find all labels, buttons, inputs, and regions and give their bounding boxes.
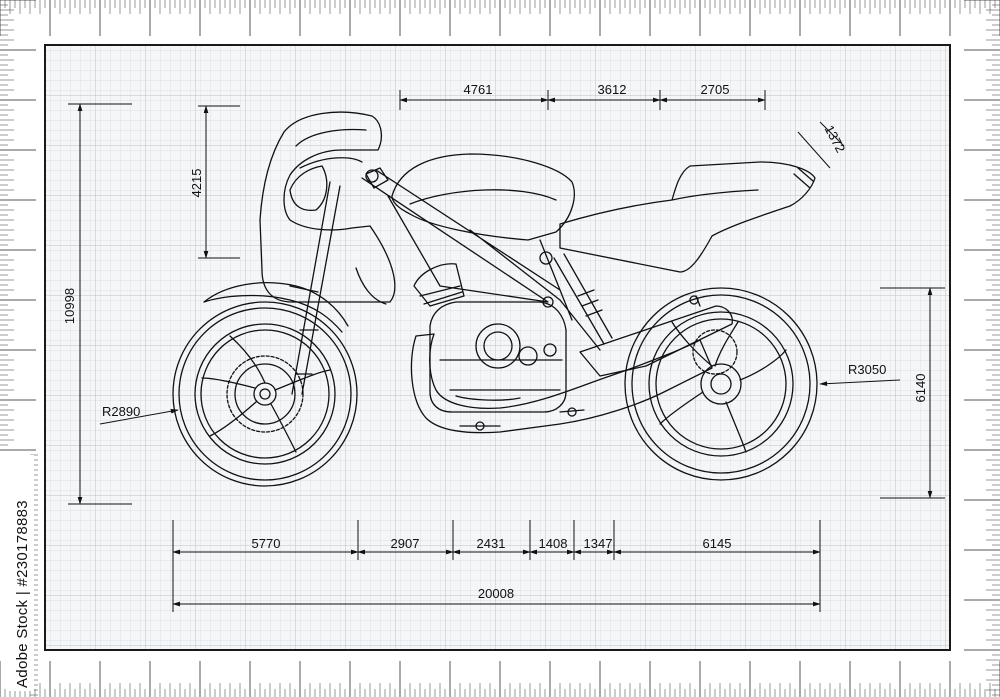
dim-4761: 4761 xyxy=(464,82,493,97)
dimension-labels: 4761 3612 2705 1372 4215 10998 R2890 R30… xyxy=(62,82,928,601)
fairing xyxy=(259,111,396,303)
rear-shock xyxy=(553,253,613,345)
dim-radius-front: R2890 xyxy=(102,404,140,419)
rear-wheel xyxy=(624,287,818,481)
stock-watermark: Adobe Stock | #230178883 xyxy=(14,500,31,688)
exhaust xyxy=(410,333,713,434)
grid-lines xyxy=(45,45,950,650)
ruler-bottom xyxy=(0,661,1000,697)
frame-tubes xyxy=(361,169,601,351)
ruler-left xyxy=(0,0,38,696)
dim-1347: 1347 xyxy=(584,536,613,551)
dim-radius-rear: R3050 xyxy=(848,362,886,377)
front-fork xyxy=(289,181,341,395)
ruler-right xyxy=(964,0,1000,696)
front-fender xyxy=(203,282,349,333)
drawing-frame xyxy=(44,44,951,651)
dim-4215: 4215 xyxy=(189,169,204,198)
dim-2907: 2907 xyxy=(391,536,420,551)
dim-2431: 2431 xyxy=(477,536,506,551)
dim-1408: 1408 xyxy=(539,536,568,551)
dim-3612: 3612 xyxy=(598,82,627,97)
dim-6140: 6140 xyxy=(913,374,928,403)
dim-2705: 2705 xyxy=(701,82,730,97)
motorcycle-drawing xyxy=(172,111,818,487)
front-wheel xyxy=(172,301,358,487)
dim-5770: 5770 xyxy=(252,536,281,551)
ruler-top xyxy=(0,0,1000,36)
watermark-backdrop xyxy=(6,455,34,691)
dim-overall-length: 20008 xyxy=(478,586,514,601)
dim-10998: 10998 xyxy=(62,288,77,324)
dimension-lines xyxy=(68,90,945,612)
fuel-tank xyxy=(391,153,575,241)
seat xyxy=(559,161,816,273)
dim-6145: 6145 xyxy=(703,536,732,551)
